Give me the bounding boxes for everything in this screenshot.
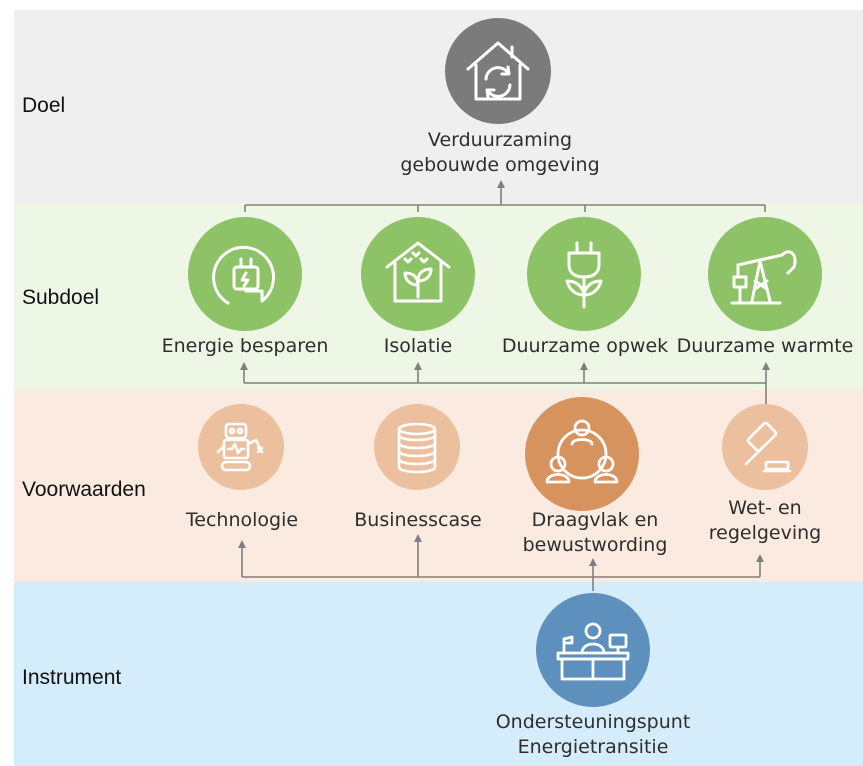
level-label-instrument: Instrument — [22, 666, 122, 689]
band-goal — [14, 10, 863, 203]
plug-plant-icon — [527, 217, 641, 331]
condition-caption-line: Wet- en — [728, 497, 802, 519]
condition-caption-line: Businesscase — [354, 509, 482, 531]
subgoal-label: Duurzame warmte — [676, 335, 854, 357]
condition-caption: Technologie — [160, 508, 324, 533]
instrument-caption-line: Ondersteuningspunt — [495, 711, 691, 733]
condition-caption-line: bewustwording — [522, 533, 668, 556]
condition-caption: Draagvlak en bewustwording — [500, 508, 690, 557]
help-desk-icon — [536, 593, 650, 707]
condition-caption-line: regelgeving — [708, 521, 822, 544]
level-label-subgoal: Subdoel — [22, 286, 100, 309]
level-label-conditions: Voorwaarden — [22, 478, 146, 501]
condition-caption: Businesscase — [336, 508, 500, 533]
level-label-goal: Doel — [22, 94, 66, 117]
instrument-caption-line: Energietransitie — [517, 735, 669, 758]
goal-caption-line: Verduurzaming — [427, 129, 573, 151]
robot-icon — [198, 404, 284, 490]
pump-jack-icon — [708, 217, 822, 331]
goal-caption: Verduurzaming gebouwde omgeving — [380, 128, 620, 177]
gavel-icon — [722, 404, 808, 490]
goal-caption-line: gebouwde omgeving — [400, 153, 600, 176]
insulated-house-icon — [361, 217, 475, 331]
instrument-caption: Ondersteuningspunt Energietransitie — [478, 710, 708, 759]
recycle-house-icon — [445, 18, 551, 124]
subgoal-label: Isolatie — [383, 335, 453, 357]
coins-icon — [374, 404, 460, 490]
condition-caption-line: Draagvlak en — [531, 509, 659, 531]
plug-icon — [188, 217, 302, 331]
subgoal-label: Duurzame opwek — [501, 335, 669, 357]
people-network-icon — [525, 397, 639, 511]
condition-caption: Wet- en regelgeving — [686, 496, 844, 545]
band-instrument — [14, 582, 863, 766]
condition-caption-line: Technologie — [185, 509, 299, 531]
subgoal-label: Energie besparen — [161, 335, 329, 357]
